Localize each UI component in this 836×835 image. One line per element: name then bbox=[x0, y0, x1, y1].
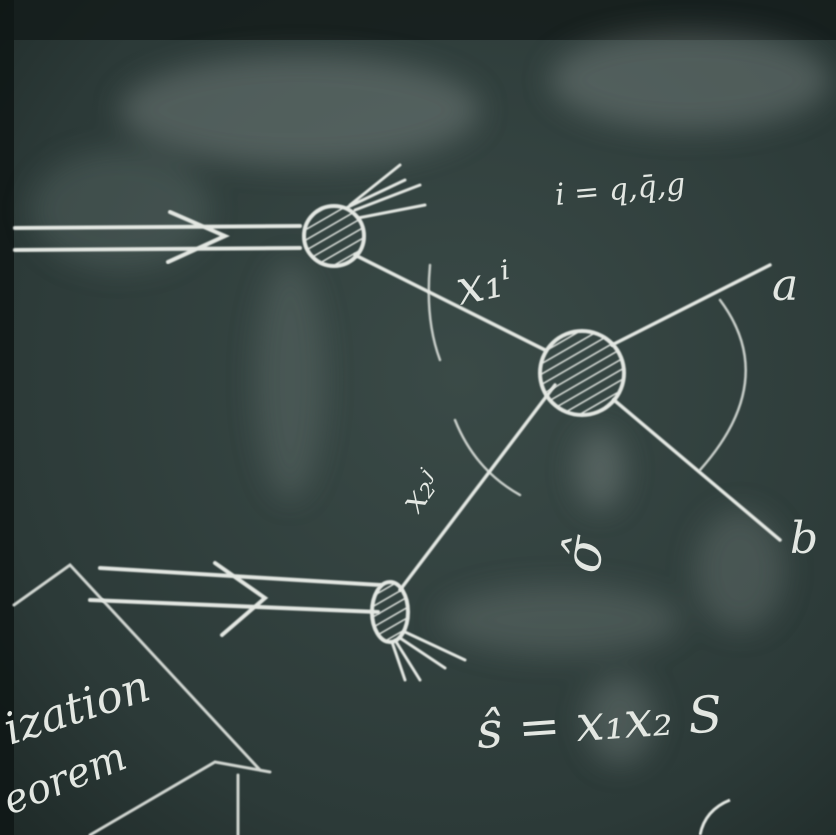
x1-label: x₁ⁱ bbox=[451, 250, 517, 316]
outgoing-label-b: b bbox=[790, 513, 818, 564]
outgoing-label-a: a bbox=[772, 260, 798, 311]
